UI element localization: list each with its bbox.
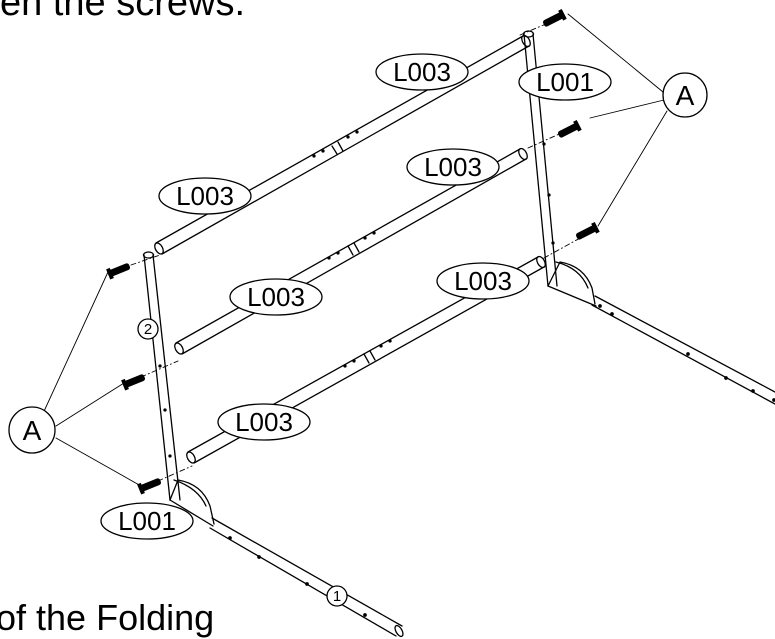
label-l003-top-right-oval (375, 53, 469, 91)
label-l001-left-oval (100, 502, 194, 540)
label-l003-middle-left: L003 (247, 282, 305, 312)
label-a-left-circle (8, 406, 56, 454)
label-l001-left: L001 (118, 506, 176, 536)
screws (106, 8, 600, 495)
instruction-caption-top: en the screws. (0, 0, 245, 24)
step-1-number: 1 (333, 588, 341, 605)
instruction-caption-bottom: of the Folding (0, 597, 215, 638)
label-l003-bottom-right: L003 (454, 266, 512, 296)
screw-middle-right (558, 119, 582, 138)
screw-middle-left (121, 374, 146, 391)
label-l003-bottom-left-oval (217, 403, 311, 441)
step-1-circle (326, 585, 348, 607)
label-l003-top-left-oval (158, 177, 252, 215)
label-a-right-circle (662, 72, 708, 118)
label-l003-middle-right-oval (406, 148, 500, 186)
leader-lines (39, 13, 668, 487)
label-a-right: A (676, 80, 695, 111)
rail-top (154, 34, 531, 255)
label-l003-middle-left-oval (229, 278, 323, 316)
label-l003-middle-right: L003 (424, 152, 482, 182)
screw-top-left (106, 263, 131, 280)
label-a-left: A (23, 415, 42, 446)
screw-top-right (543, 8, 567, 27)
label-l003-bottom-left: L003 (235, 407, 293, 437)
right-end-frame (522, 30, 775, 405)
label-l003-bottom-right-oval (436, 262, 530, 300)
screw-bottom-left (137, 478, 162, 495)
step-2-number: 2 (144, 321, 152, 338)
label-l001-right-oval (518, 63, 612, 101)
label-l003-top-right: L003 (393, 57, 451, 87)
step-2-circle (137, 318, 159, 340)
screw-bottom-right (576, 221, 600, 240)
label-l003-top-left: L003 (176, 181, 234, 211)
label-l001-right: L001 (536, 67, 594, 97)
